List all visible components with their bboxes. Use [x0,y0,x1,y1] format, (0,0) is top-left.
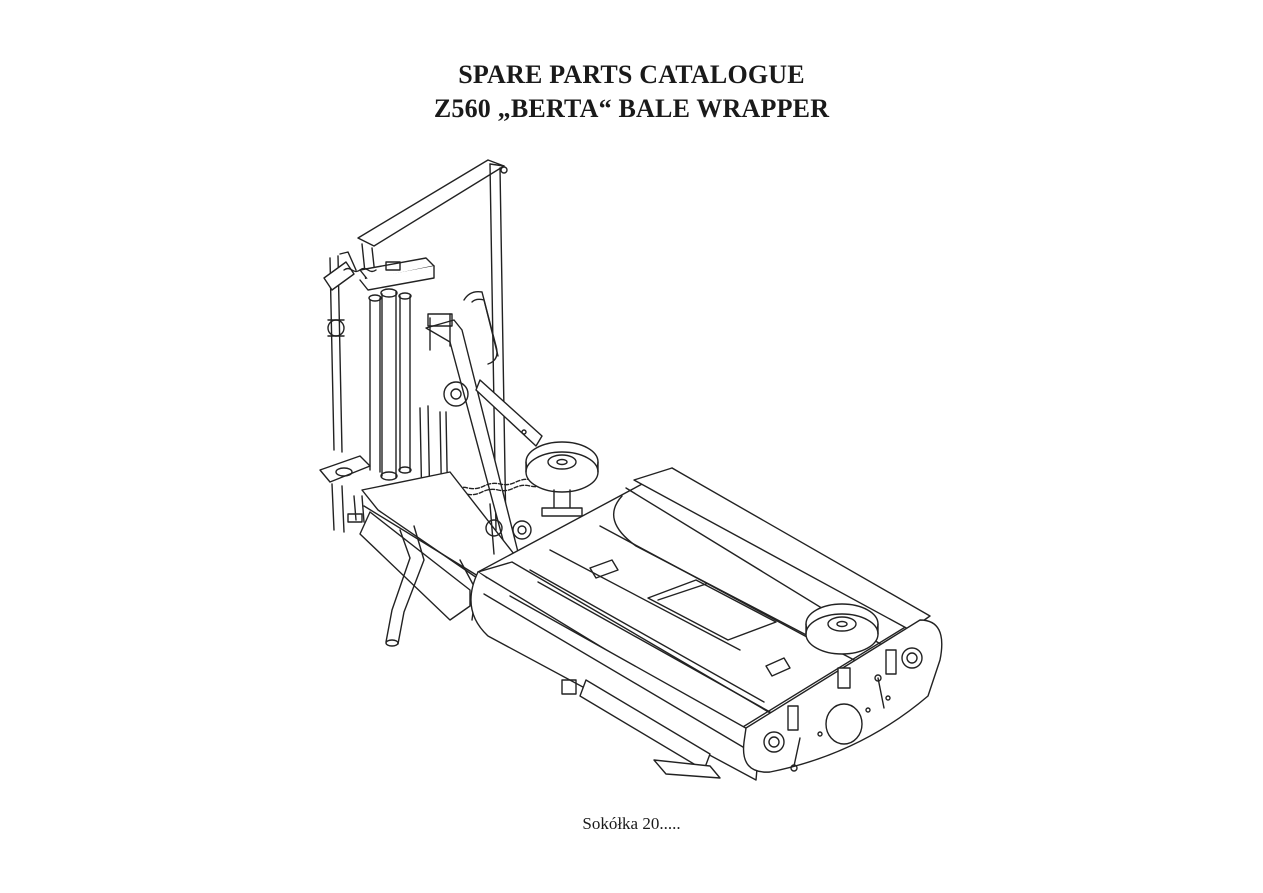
title-block: SPARE PARTS CATALOGUE Z560 „BERTA“ BALE … [0,58,1263,126]
undercarriage [562,680,720,778]
lifting-frame [358,160,507,534]
end-plate [744,620,942,772]
chassis-frame [360,472,514,646]
turntable [471,468,930,780]
upper-support-wheel [513,442,598,539]
front-wheel [806,604,878,654]
bale-wrapper-illustration [300,150,960,790]
machine-model-title: Z560 „BERTA“ BALE WRAPPER [433,94,830,123]
bale-wrapper-drawing [300,150,960,790]
footer-place-date: Sokółka 20..... [582,814,681,833]
catalogue-title: SPARE PARTS CATALOGUE [458,60,805,89]
film-dispenser-mast [320,252,434,532]
